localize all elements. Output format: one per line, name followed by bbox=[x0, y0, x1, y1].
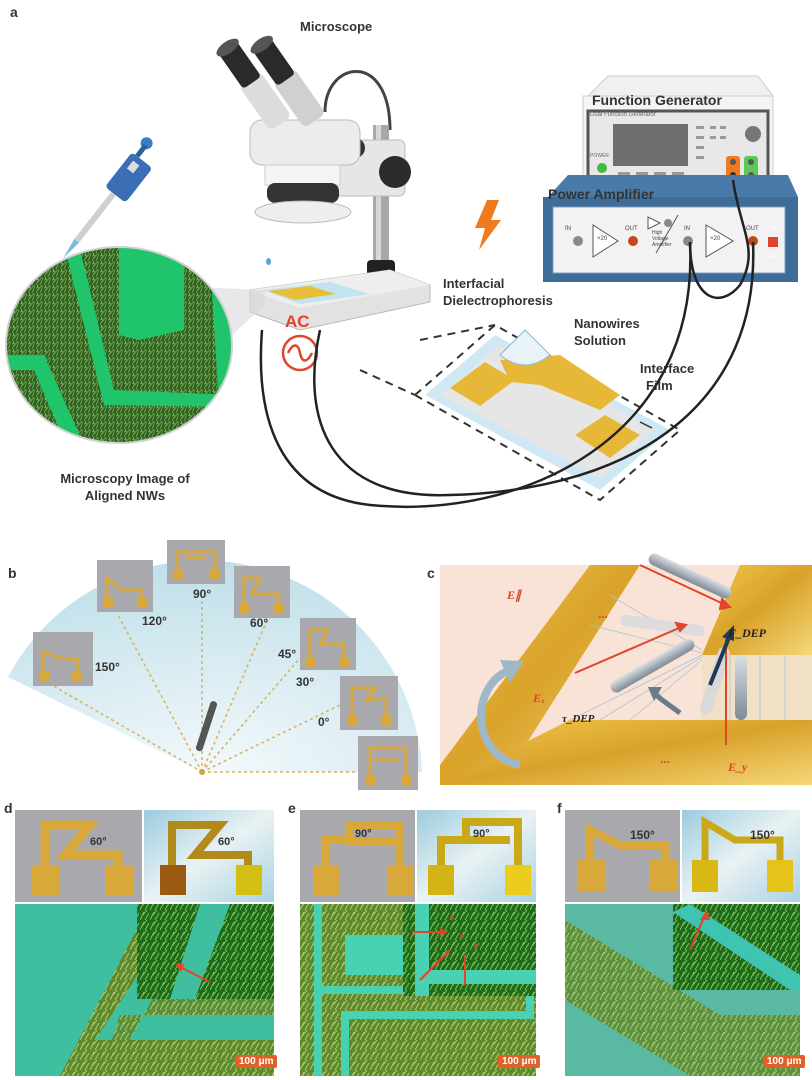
amp-out-right: OUT bbox=[746, 226, 759, 232]
panel-f-angle-right: 150° bbox=[750, 828, 775, 842]
angle-label-30: 30° bbox=[296, 675, 315, 689]
ac-label: AC bbox=[285, 312, 310, 331]
idep-line1: Interfacial bbox=[443, 276, 505, 291]
panel-d-scale-bar: 100 μm bbox=[235, 1055, 278, 1068]
microscopy-image-caption: Microscopy Image of Aligned NWs bbox=[30, 470, 220, 504]
power-amplifier-label: Power Amplifier bbox=[548, 186, 655, 202]
microscopy-image-aligned-nws bbox=[5, 246, 233, 444]
lightning-bolt-icon bbox=[475, 200, 501, 250]
nanowires-solution-label: Nanowires Solution bbox=[574, 315, 640, 349]
amp-hv-label: High Voltage Amplifier bbox=[652, 230, 671, 248]
amp-hv-line2: Voltage bbox=[652, 236, 669, 242]
idep-line2: Dielectrophoresis bbox=[443, 293, 553, 308]
angle-label-0: 0° bbox=[318, 715, 330, 729]
panel-b-label: b bbox=[8, 565, 17, 581]
amp-hv-line3: Amplifier bbox=[652, 242, 672, 248]
panel-def-images bbox=[15, 810, 800, 1076]
angle-label-150: 150° bbox=[95, 660, 120, 674]
ellipsis-bottom: ... bbox=[660, 752, 671, 766]
f-dep-label: F_DEP bbox=[728, 626, 767, 640]
angle-fan-diagram bbox=[8, 560, 422, 775]
amp-in-left: IN bbox=[565, 226, 571, 232]
amp-gain-left: ×20 bbox=[597, 236, 608, 242]
nw-solution-line1: Nanowires bbox=[574, 316, 640, 331]
function-generator-label: Function Generator bbox=[592, 92, 722, 108]
ellipsis-top: ... bbox=[598, 607, 609, 621]
panel-e-scale-bar: 100 μm bbox=[498, 1055, 541, 1068]
microscope-icon bbox=[216, 35, 411, 285]
e-x-label: Eₓ bbox=[533, 691, 546, 705]
panel-a-label: a bbox=[10, 4, 18, 20]
microscope-label: Microscope bbox=[300, 19, 373, 34]
angle-label-90: 90° bbox=[193, 587, 212, 601]
panel-e-angle-right: 90° bbox=[473, 828, 490, 840]
cables bbox=[259, 179, 755, 509]
nw-solution-line2: Solution bbox=[574, 333, 626, 348]
tau-dep-label: τ_DEP bbox=[562, 713, 595, 725]
interfacial-dep-label: Interfacial Dielectrophoresis bbox=[443, 275, 553, 309]
panel-f-label: f bbox=[557, 800, 562, 816]
panel-d-angle-left: 60° bbox=[90, 836, 107, 848]
panel-f-angle-left: 150° bbox=[630, 828, 655, 842]
droplet-icon bbox=[266, 258, 271, 265]
micro-caption-line1: Microscopy Image of bbox=[60, 471, 190, 486]
panel-e-angle-left: 90° bbox=[355, 828, 372, 840]
angle-label-45: 45° bbox=[278, 647, 297, 661]
amp-hv-line1: High bbox=[652, 230, 663, 236]
amp-in-right: IN bbox=[684, 226, 690, 232]
angle-label-60: 60° bbox=[250, 616, 269, 630]
amp-gain-right: ×20 bbox=[710, 236, 721, 242]
angle-label-120: 120° bbox=[142, 614, 167, 628]
panel-c-label: c bbox=[427, 565, 435, 581]
amp-out-left: OUT bbox=[625, 226, 638, 232]
electrode-patterns bbox=[40, 550, 412, 786]
function-generator-power-label: POWER bbox=[590, 153, 609, 159]
micro-caption-line2: Aligned NWs bbox=[84, 488, 166, 503]
force-diagram bbox=[440, 553, 812, 785]
function-generator-screen-title: Dual Function Generator bbox=[590, 112, 656, 118]
film-line1: Interface bbox=[640, 361, 695, 376]
e-y-label: E_y bbox=[728, 760, 748, 774]
panel-d-label: d bbox=[4, 800, 13, 816]
amp-off-label: OFF bbox=[767, 254, 777, 260]
panel-f-scale-bar: 100 μm bbox=[763, 1055, 806, 1068]
power-amplifier bbox=[543, 175, 798, 282]
panel-d-angle-right: 60° bbox=[218, 836, 235, 848]
pipette-icon bbox=[63, 137, 153, 259]
e-parallel-label: E∥ bbox=[507, 588, 522, 602]
amp-on-label: ON bbox=[768, 226, 776, 232]
panel-e-label: e bbox=[288, 800, 296, 816]
